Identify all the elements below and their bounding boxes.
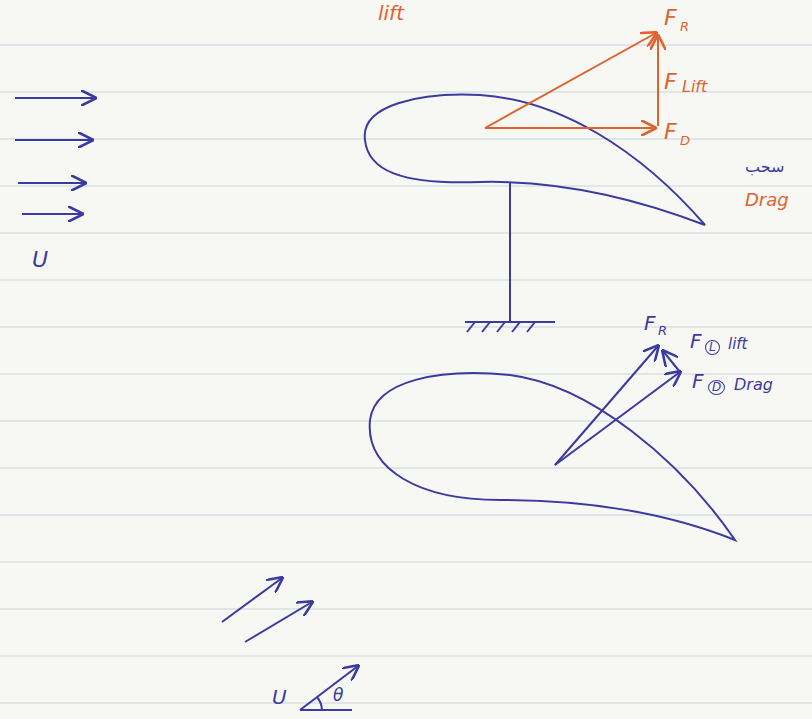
ruled-lines (0, 45, 812, 703)
force-symbol: F (644, 312, 656, 334)
flow-arrows (15, 98, 95, 214)
force-subscript: L (705, 340, 720, 355)
angle-symbol: θ (333, 686, 343, 705)
force-subscript: R (658, 324, 667, 338)
airfoil (370, 373, 735, 540)
force-symbol: F (664, 70, 677, 94)
arabic-note: سحب (745, 158, 784, 176)
note-text: lift (378, 2, 404, 24)
airfoil (365, 95, 705, 225)
force-symbol: F (690, 330, 702, 352)
force-subscript: D (708, 380, 725, 395)
velocity-symbol: U (272, 686, 287, 708)
force-symbol: F (664, 120, 677, 144)
force-subscript: R (680, 20, 689, 34)
force-symbol: F (692, 370, 704, 392)
force-name: Drag (734, 376, 773, 394)
force-subscript: Lift (682, 78, 707, 96)
support-stand (465, 182, 555, 332)
inclined-flow-arrows (222, 578, 358, 710)
force-subscript: D (680, 134, 690, 148)
force-vectors (555, 346, 680, 465)
velocity-symbol: U (32, 248, 48, 272)
force-name: lift (728, 336, 748, 353)
force-symbol: F (664, 6, 677, 30)
force-name: Drag (745, 190, 789, 210)
force-triangle (485, 33, 658, 128)
